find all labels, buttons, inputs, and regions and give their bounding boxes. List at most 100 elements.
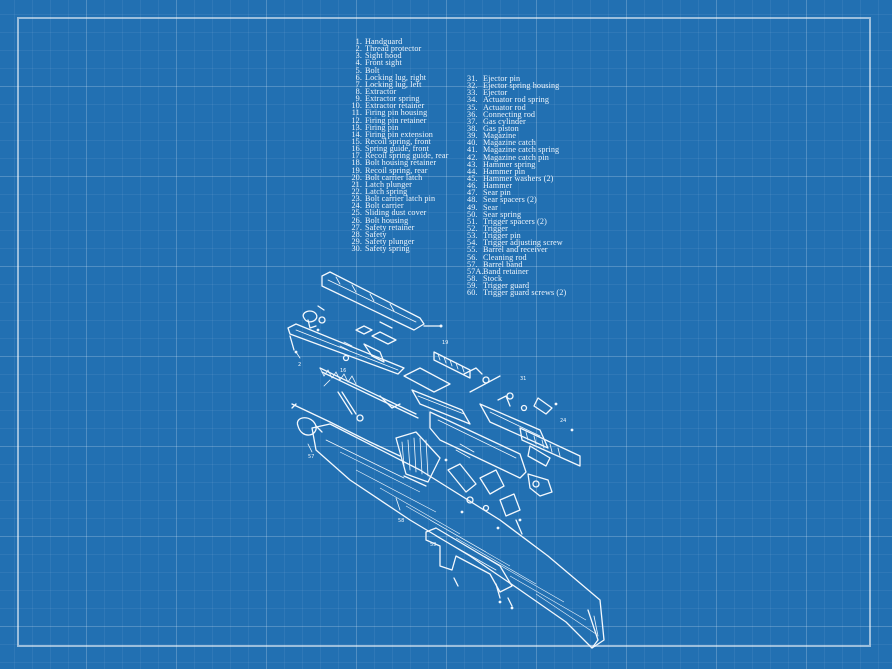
parts-list-item: 43.Hammer spring	[467, 159, 566, 169]
parts-list-item: 37.Gas cylinder	[467, 116, 566, 126]
part-number: 20.	[351, 172, 362, 182]
parts-list-item: 20.Bolt carrier latch	[349, 172, 448, 182]
part-name: Actuator rod	[483, 102, 526, 112]
part-name: Thread protector	[365, 44, 422, 54]
parts-list-item: 27.Safety retainer	[349, 222, 448, 232]
cleaning-rod-part	[291, 403, 401, 457]
parts-list-item: 10.Extractor retainer	[349, 101, 448, 111]
part-name: Recoil spring guide, rear	[365, 151, 449, 161]
part-number: 57A.	[467, 266, 484, 276]
part-number: 42.	[467, 152, 478, 162]
part-name: Hammer spring	[483, 159, 536, 169]
part-number: 10.	[351, 101, 362, 111]
part-name: Safety	[365, 229, 387, 239]
part-number: 52.	[467, 223, 478, 233]
blueprint-frame	[17, 17, 871, 647]
part-name: Magazine catch spring	[483, 145, 560, 155]
parts-list-item: 13.Firing pin	[349, 122, 448, 132]
part-number: 25.	[351, 208, 362, 218]
parts-list-item: 22.Latch spring	[349, 187, 448, 195]
part-name: Bolt housing retainer	[365, 158, 437, 168]
part-number: 55.	[467, 245, 478, 255]
part-number: 30.	[351, 244, 362, 254]
svg-text:24: 24	[560, 418, 566, 424]
part-number: 27.	[351, 222, 362, 232]
part-name: Locking lug, right	[365, 72, 427, 82]
part-name: Spring guide, front	[365, 144, 429, 154]
parts-list-item: 25.Sliding dust cover	[349, 208, 448, 218]
part-number: 59.	[467, 281, 478, 291]
part-name: Handguard	[365, 37, 403, 46]
parts-list-item: 36.Connecting rod	[467, 109, 566, 119]
part-name: Sear spacers (2)	[483, 195, 537, 205]
receiver-assembly	[429, 392, 581, 479]
part-number: 1.	[355, 37, 362, 46]
parts-list-item: 58.Stock	[467, 273, 566, 283]
part-name: Bolt carrier	[365, 201, 404, 211]
parts-list-item: 6.Locking lug, right	[349, 72, 448, 82]
handguard-part	[321, 271, 443, 331]
parts-list-item: 32.Ejector spring housing	[467, 81, 566, 89]
parts-list-item: 31.Ejector pin	[467, 74, 566, 83]
part-name: Extractor retainer	[365, 101, 425, 111]
parts-list-item: 8.Extractor	[349, 87, 448, 95]
stock-part	[311, 423, 605, 649]
svg-text:2: 2	[298, 362, 301, 368]
parts-list-item: 47.Sear pin	[467, 189, 566, 197]
part-number: 39.	[467, 131, 478, 141]
part-number: 53.	[467, 231, 478, 241]
part-number: 12.	[351, 115, 362, 125]
part-name: Barrel band	[483, 259, 523, 269]
parts-list-item: 57A.Band retainer	[467, 266, 566, 276]
parts-list-item: 38.Gas piston	[467, 124, 566, 132]
parts-list-item: 30.Safety spring	[349, 244, 448, 254]
part-number: 36.	[467, 109, 478, 119]
parts-list-item: 9.Extractor spring	[349, 94, 448, 102]
part-name: Trigger guard screws (2)	[483, 288, 567, 298]
part-name: Band retainer	[483, 266, 529, 276]
parts-list-item: 41. Magazine catch spring	[467, 145, 566, 155]
part-name: Actuator rod spring	[483, 95, 550, 105]
part-name: Gas cylinder	[483, 116, 526, 126]
parts-list-item: 42.Magazine catch pin	[467, 152, 566, 162]
part-number: 6.	[355, 72, 362, 82]
part-number: 19.	[351, 165, 362, 175]
parts-list-item: 44.Hammer pin	[467, 167, 566, 175]
part-number: 28.	[351, 229, 362, 239]
parts-list-item: 50.Sear spring	[467, 210, 566, 218]
part-number: 58.	[467, 273, 478, 283]
part-number: 46.	[467, 181, 478, 191]
part-number: 7.	[355, 79, 362, 89]
part-name: Sear	[483, 202, 498, 212]
part-name: Latch plunger	[365, 179, 412, 189]
part-name: Hammer	[483, 181, 513, 191]
part-number: 17.	[351, 151, 362, 161]
part-number: 26.	[351, 215, 362, 225]
parts-list-item: 15.Recoil spring, front	[349, 137, 448, 145]
parts-list-item: 55. Barrel and receiver	[467, 245, 566, 255]
part-name: Barrel and receiver	[483, 245, 548, 255]
part-name: Firing pin retainer	[365, 115, 427, 125]
part-number: 14.	[351, 129, 362, 139]
parts-list-item: 3.Sight hood	[349, 52, 448, 60]
part-name: Magazine catch	[483, 138, 536, 148]
part-name: Trigger	[483, 223, 508, 233]
parts-list-item: 29.Safety plunger	[349, 236, 448, 246]
part-name: Cleaning rod	[483, 252, 527, 262]
parts-list-item: 35.Actuator rod	[467, 102, 566, 112]
part-name: Safety plunger	[365, 236, 415, 246]
part-number: 16.	[351, 144, 362, 154]
part-name: Bolt carrier latch pin	[365, 194, 436, 204]
part-number: 13.	[351, 122, 362, 132]
parts-list-item: 54.Trigger adjusting screw	[467, 239, 566, 247]
part-name: Ejector pin	[483, 74, 521, 83]
part-number: 41.	[467, 145, 478, 155]
parts-list-item: 28.Safety	[349, 229, 448, 239]
parts-list-item: 2.Thread protector	[349, 44, 448, 54]
part-name: Trigger guard	[483, 281, 530, 291]
part-name: Trigger pin	[483, 231, 521, 241]
part-name: Hammer washers (2)	[483, 173, 554, 183]
trigger-guard-part	[425, 527, 514, 610]
